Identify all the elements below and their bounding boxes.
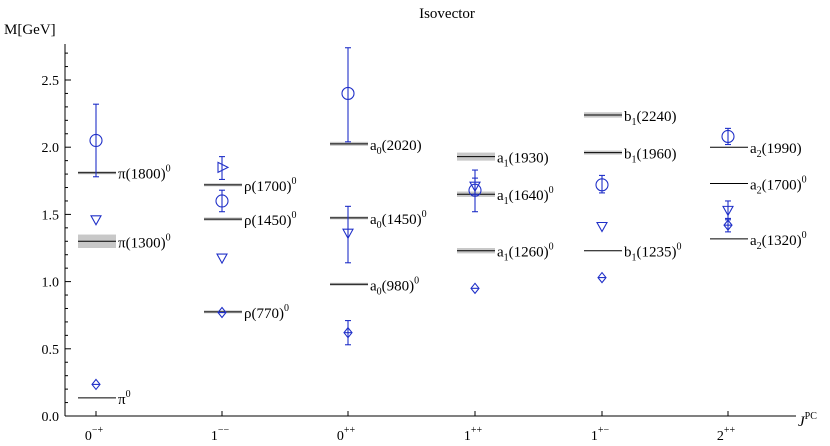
marker-triangle-right xyxy=(217,161,230,174)
y-tick-label: 1.5 xyxy=(42,208,60,223)
marker-triangle-down xyxy=(596,221,608,233)
x-tick-label: 1+− xyxy=(591,425,610,444)
marker-circle xyxy=(215,194,229,208)
experimental-bands xyxy=(78,112,622,314)
marker-circle xyxy=(341,86,355,100)
marker-diamond xyxy=(91,378,101,391)
state-label: ρ(1450)0 xyxy=(244,210,297,229)
y-tick-label: 0.0 xyxy=(42,410,60,425)
state-label: a1(1640)0 xyxy=(497,185,554,207)
state-label: b1(1960) xyxy=(624,147,677,166)
x-tick-label: 0++ xyxy=(337,425,356,444)
state-label: b1(1235)0 xyxy=(624,242,682,264)
marker-triangle-down xyxy=(216,253,228,265)
chart-title: Isovector xyxy=(419,6,475,22)
state-label: a0(1450)0 xyxy=(370,209,427,231)
state-label: a1(1260)0 xyxy=(497,242,554,264)
state-labels: π0 π(1300)0 π(1800)0 ρ(770)0 ρ(1450)0 ρ(1700)… xyxy=(118,109,807,408)
y-tick-label: 0.5 xyxy=(42,343,60,358)
state-label: ρ(1700)0 xyxy=(244,176,297,195)
marker-diamond xyxy=(343,326,353,339)
marker-triangle-down xyxy=(90,215,102,226)
state-label: a2(1700)0 xyxy=(750,174,807,196)
state-label: π(1800)0 xyxy=(118,164,171,183)
state-label: a1(1930) xyxy=(497,151,549,170)
x-tick-label: 0−+ xyxy=(85,425,104,444)
marker-triangle-down xyxy=(469,181,481,193)
marker-diamond xyxy=(723,219,733,232)
model-markers xyxy=(89,47,735,391)
marker-circle xyxy=(595,178,609,192)
state-label: π(1300)0 xyxy=(118,232,171,251)
state-label: b1(2240) xyxy=(624,109,677,128)
marker-triangle-down xyxy=(342,228,354,240)
marker-diamond xyxy=(470,282,480,295)
state-label: π0 xyxy=(118,389,131,408)
state-label: a0(2020) xyxy=(370,138,422,157)
y-tick-label: 1.0 xyxy=(42,276,60,291)
state-label: a0(980)0 xyxy=(370,275,419,297)
x-axis-label: JPC xyxy=(798,411,817,430)
x-tick-label: 1−− xyxy=(211,425,230,444)
y-axis-label: M[GeV] xyxy=(4,22,56,38)
state-label: a2(1990) xyxy=(750,141,802,160)
marker-circle xyxy=(721,129,735,143)
x-tick-label: 2++ xyxy=(717,425,736,444)
y-tick-label: 2.0 xyxy=(42,141,60,156)
marker-triangle-down xyxy=(722,205,734,217)
y-ticks: 0.0 0.5 1.0 1.5 2.0 2.5 xyxy=(42,52,71,425)
marker-diamond xyxy=(597,271,607,284)
marker-circle xyxy=(89,133,103,148)
state-label: a2(1320)0 xyxy=(750,230,807,252)
y-tick-label: 2.5 xyxy=(42,74,60,89)
x-tick-label: 1++ xyxy=(464,425,483,444)
state-label: ρ(770)0 xyxy=(244,303,289,322)
marker-diamond xyxy=(217,306,227,319)
